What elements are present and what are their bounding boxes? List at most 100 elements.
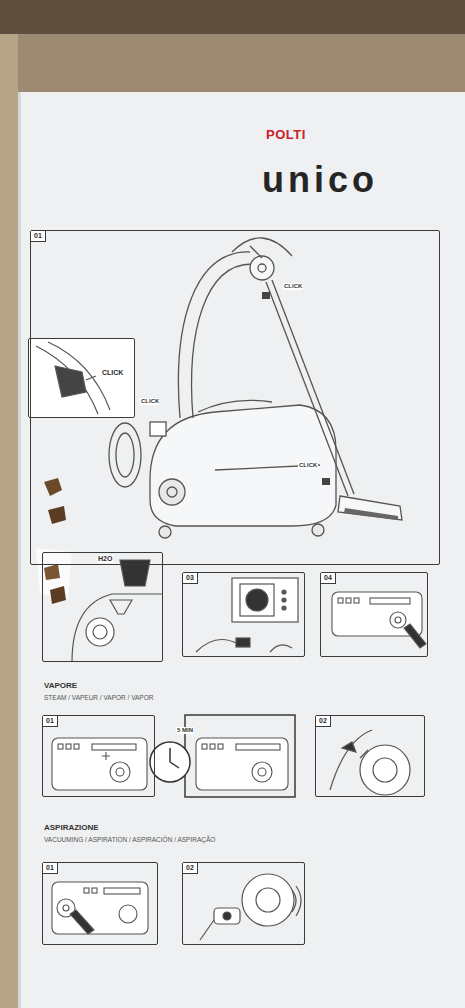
click-callout: CLICK xyxy=(140,398,160,405)
water-filling-drawing xyxy=(72,594,163,662)
vacuum-handle-drawing xyxy=(214,908,240,924)
water-filling-drawing xyxy=(110,600,132,614)
vacuum-handle-drawing xyxy=(292,890,296,912)
socket-drawing xyxy=(270,645,292,652)
steam-panel-drawing xyxy=(110,762,130,782)
hose-click-inset xyxy=(28,338,135,418)
step-panel: 01 xyxy=(42,862,158,945)
socket-drawing xyxy=(282,590,286,594)
vacuum-cleaner-drawing xyxy=(150,405,336,526)
vacuum-cleaner-drawing xyxy=(159,479,185,505)
steam-panel-drawing xyxy=(52,715,295,797)
control-panel-drawing xyxy=(346,598,351,603)
vacuum-cleaner-drawing xyxy=(262,292,270,299)
steam-trigger-drawing xyxy=(360,745,410,795)
vacuum-cleaner-drawing xyxy=(109,238,402,538)
control-panel-drawing xyxy=(395,617,401,623)
steam-panel-drawing xyxy=(170,748,179,768)
instruction-card xyxy=(18,92,465,1008)
steam-panel-drawing xyxy=(236,744,280,750)
vacuum-cleaner-drawing xyxy=(198,400,272,412)
panel-label: H2O xyxy=(97,555,113,563)
damage-marks xyxy=(44,564,60,580)
steam-panel-drawing xyxy=(258,768,266,776)
step-number: 01 xyxy=(43,716,58,727)
socket-drawing xyxy=(196,578,298,652)
vacuum-cleaner-drawing xyxy=(178,252,250,418)
vacuum-cleaner-drawing xyxy=(272,280,354,494)
section-heading: VAPORE xyxy=(44,682,77,691)
steam-panel-drawing xyxy=(150,742,190,782)
cardboard-background xyxy=(0,0,465,34)
section-subtitle: VACUUMING / ASPIRATION / ASPIRACIÓN / AS… xyxy=(44,836,215,843)
vacuum-handle-drawing xyxy=(200,874,301,940)
steam-panel-drawing xyxy=(102,752,110,760)
steam-panel-drawing xyxy=(58,744,63,749)
steam-trigger-drawing xyxy=(373,758,397,782)
step-number: 04 xyxy=(321,573,336,584)
step-panel: 04 xyxy=(320,572,428,657)
vacuum-panel-drawing xyxy=(70,910,94,934)
steam-panel-drawing xyxy=(52,738,147,790)
brand-name: POLTI xyxy=(266,128,306,142)
hose-click-inset xyxy=(28,338,135,418)
water-filling-drawing xyxy=(93,625,107,639)
steam-panel-drawing xyxy=(116,768,124,776)
hose-click-inset xyxy=(55,366,86,397)
vacuum-cleaner-drawing xyxy=(109,423,141,487)
socket-drawing xyxy=(232,578,298,622)
socket-drawing xyxy=(282,598,286,602)
cardboard-background xyxy=(0,34,18,1008)
step-number: 01 xyxy=(31,231,46,242)
vacuum-handle-drawing xyxy=(256,888,280,912)
click-callout: CLICK xyxy=(298,462,318,469)
step-number: 01 xyxy=(43,863,58,874)
vacuum-panel-drawing xyxy=(119,905,137,923)
vacuum-handle-drawing xyxy=(296,886,301,916)
vacuum-cleaner-drawing xyxy=(159,526,171,538)
section-heading: ASPIRAZIONE xyxy=(44,824,99,833)
vacuum-cleaner-drawing xyxy=(250,256,274,280)
step-panel: 03 xyxy=(182,572,305,657)
vacuum-panel-drawing xyxy=(84,888,89,893)
water-filling-drawing xyxy=(86,618,114,646)
vacuum-handle-drawing xyxy=(242,874,294,926)
control-panel-drawing xyxy=(370,598,410,604)
vacuum-panel-drawing xyxy=(52,882,148,934)
vacuum-cleaner-drawing xyxy=(150,422,166,436)
vacuum-cleaner-drawing xyxy=(192,264,252,418)
steam-panel-drawing xyxy=(92,744,136,750)
steam-panel-drawing xyxy=(210,744,215,749)
water-filling-drawing xyxy=(120,560,150,586)
panel-label: CLICK xyxy=(101,369,124,377)
steam-trigger-drawing xyxy=(360,750,368,758)
step-panel: 01CLICK xyxy=(30,230,440,565)
steam-panel-drawing xyxy=(66,744,71,749)
damage-marks xyxy=(44,478,62,496)
steam-trigger-drawing xyxy=(330,730,372,790)
control-panel-drawing xyxy=(332,592,426,648)
control-panel-drawing xyxy=(338,598,343,603)
time-label: 5 MIN xyxy=(176,727,194,734)
step-number: 02 xyxy=(316,716,331,727)
socket-drawing xyxy=(282,606,286,610)
steam-panel-drawing xyxy=(185,715,295,797)
vacuum-cleaner-drawing xyxy=(258,264,266,272)
step-panel: 02 xyxy=(315,715,425,797)
steam-panel-drawing xyxy=(202,744,207,749)
vacuum-cleaner-drawing xyxy=(232,238,292,256)
steam-panel-drawing xyxy=(218,744,223,749)
vacuum-handle-drawing xyxy=(223,912,231,920)
socket-drawing xyxy=(196,640,238,653)
vacuum-panel-drawing xyxy=(92,888,97,893)
vacuum-panel-drawing xyxy=(63,905,69,911)
vacuum-cleaner-drawing xyxy=(322,478,330,485)
vacuum-cleaner-drawing xyxy=(167,487,177,497)
steam-panel-drawing xyxy=(252,762,272,782)
step-number: 03 xyxy=(183,573,198,584)
instruction-card xyxy=(18,92,465,1008)
vacuum-cleaner-drawing xyxy=(116,433,134,477)
